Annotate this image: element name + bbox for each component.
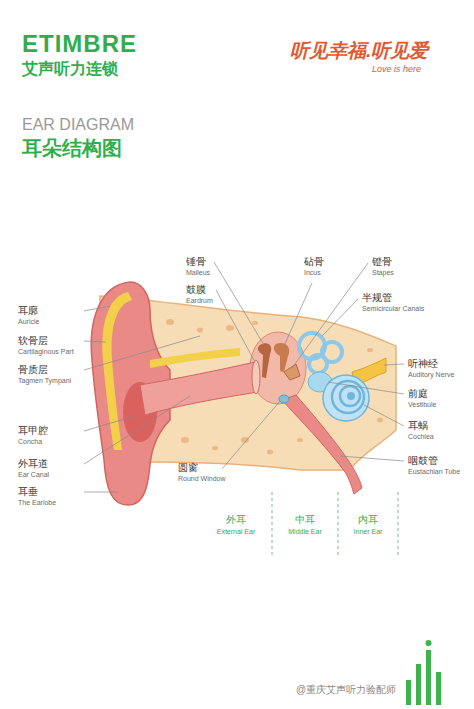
part-name-en: Vestibule <box>408 401 436 409</box>
part-name-en: Auricle <box>18 318 39 326</box>
part-name: 耳甲腔 <box>18 425 48 437</box>
part-name-en: Malleus <box>186 269 210 277</box>
part-name: 半规管 <box>362 292 392 304</box>
region-name: 外耳 <box>226 514 246 526</box>
part-name: 听神经 <box>408 358 438 370</box>
part-name-en: Tagmen Tympani <box>18 377 71 385</box>
part-name: 圆窗 <box>178 462 198 474</box>
part-name: 软骨层 <box>18 335 48 347</box>
part-name-en: The Earlobe <box>18 499 56 507</box>
part-name: 前庭 <box>408 388 428 400</box>
round-window <box>279 395 289 403</box>
part-name: 镫骨 <box>372 256 392 268</box>
region-dividers <box>272 492 398 556</box>
part-name-en: Eardrum <box>186 297 213 305</box>
part-name-en: Ear Canal <box>18 471 49 479</box>
part-name: 骨质层 <box>18 364 48 376</box>
brand-logo: ETIMBRE <box>22 30 137 58</box>
eardrum <box>252 360 260 394</box>
part-name: 咽鼓管 <box>408 455 438 467</box>
part-name: 鼓膜 <box>186 284 206 296</box>
part-name: 耳蜗 <box>408 420 428 432</box>
watermark: @重庆艾声听力验配师 <box>296 684 396 696</box>
cartilage-band <box>150 348 240 368</box>
part-name: 耳廓 <box>18 305 38 317</box>
cochlea <box>323 375 369 421</box>
region-name: 中耳 <box>295 514 315 526</box>
part-name-en: Cochlea <box>408 433 434 441</box>
brand-name: 艾声听力连锁 <box>22 60 118 78</box>
part-name-en: Eustachian Tube <box>408 468 460 476</box>
ear-canal <box>140 362 258 415</box>
region-name-en: External Ear <box>217 528 256 536</box>
part-name: 外耳道 <box>18 458 48 470</box>
slogan-en: Love is here <box>372 64 421 74</box>
part-name-en: Round Window <box>178 475 225 483</box>
part-name-en: Semicircular Canals <box>362 305 424 313</box>
part-name-en: Stapes <box>372 269 394 277</box>
region-name-en: Inner Ear <box>354 528 383 536</box>
region-name-en: Middle Ear <box>288 528 321 536</box>
stapes <box>284 364 300 380</box>
brand-bars <box>406 640 441 705</box>
part-name-en: Auditory Nerve <box>408 371 454 379</box>
leader-lines <box>84 262 404 492</box>
semicircular-canals <box>299 333 342 373</box>
part-name-en: Concha <box>18 438 42 446</box>
part-name-en: Incus <box>304 269 321 277</box>
region-name: 内耳 <box>358 514 378 526</box>
part-name: 锤骨 <box>186 256 206 268</box>
part-name: 耳垂 <box>18 486 38 498</box>
subtitle: EAR DIAGRAM <box>22 116 134 134</box>
malleus <box>258 343 271 378</box>
incus <box>274 343 289 372</box>
slogan: 听见幸福.听见爱 <box>290 40 428 62</box>
part-name-en: Cartilaginous Part <box>18 348 74 356</box>
part-name: 砧骨 <box>304 256 324 268</box>
title: 耳朵结构图 <box>22 137 122 160</box>
